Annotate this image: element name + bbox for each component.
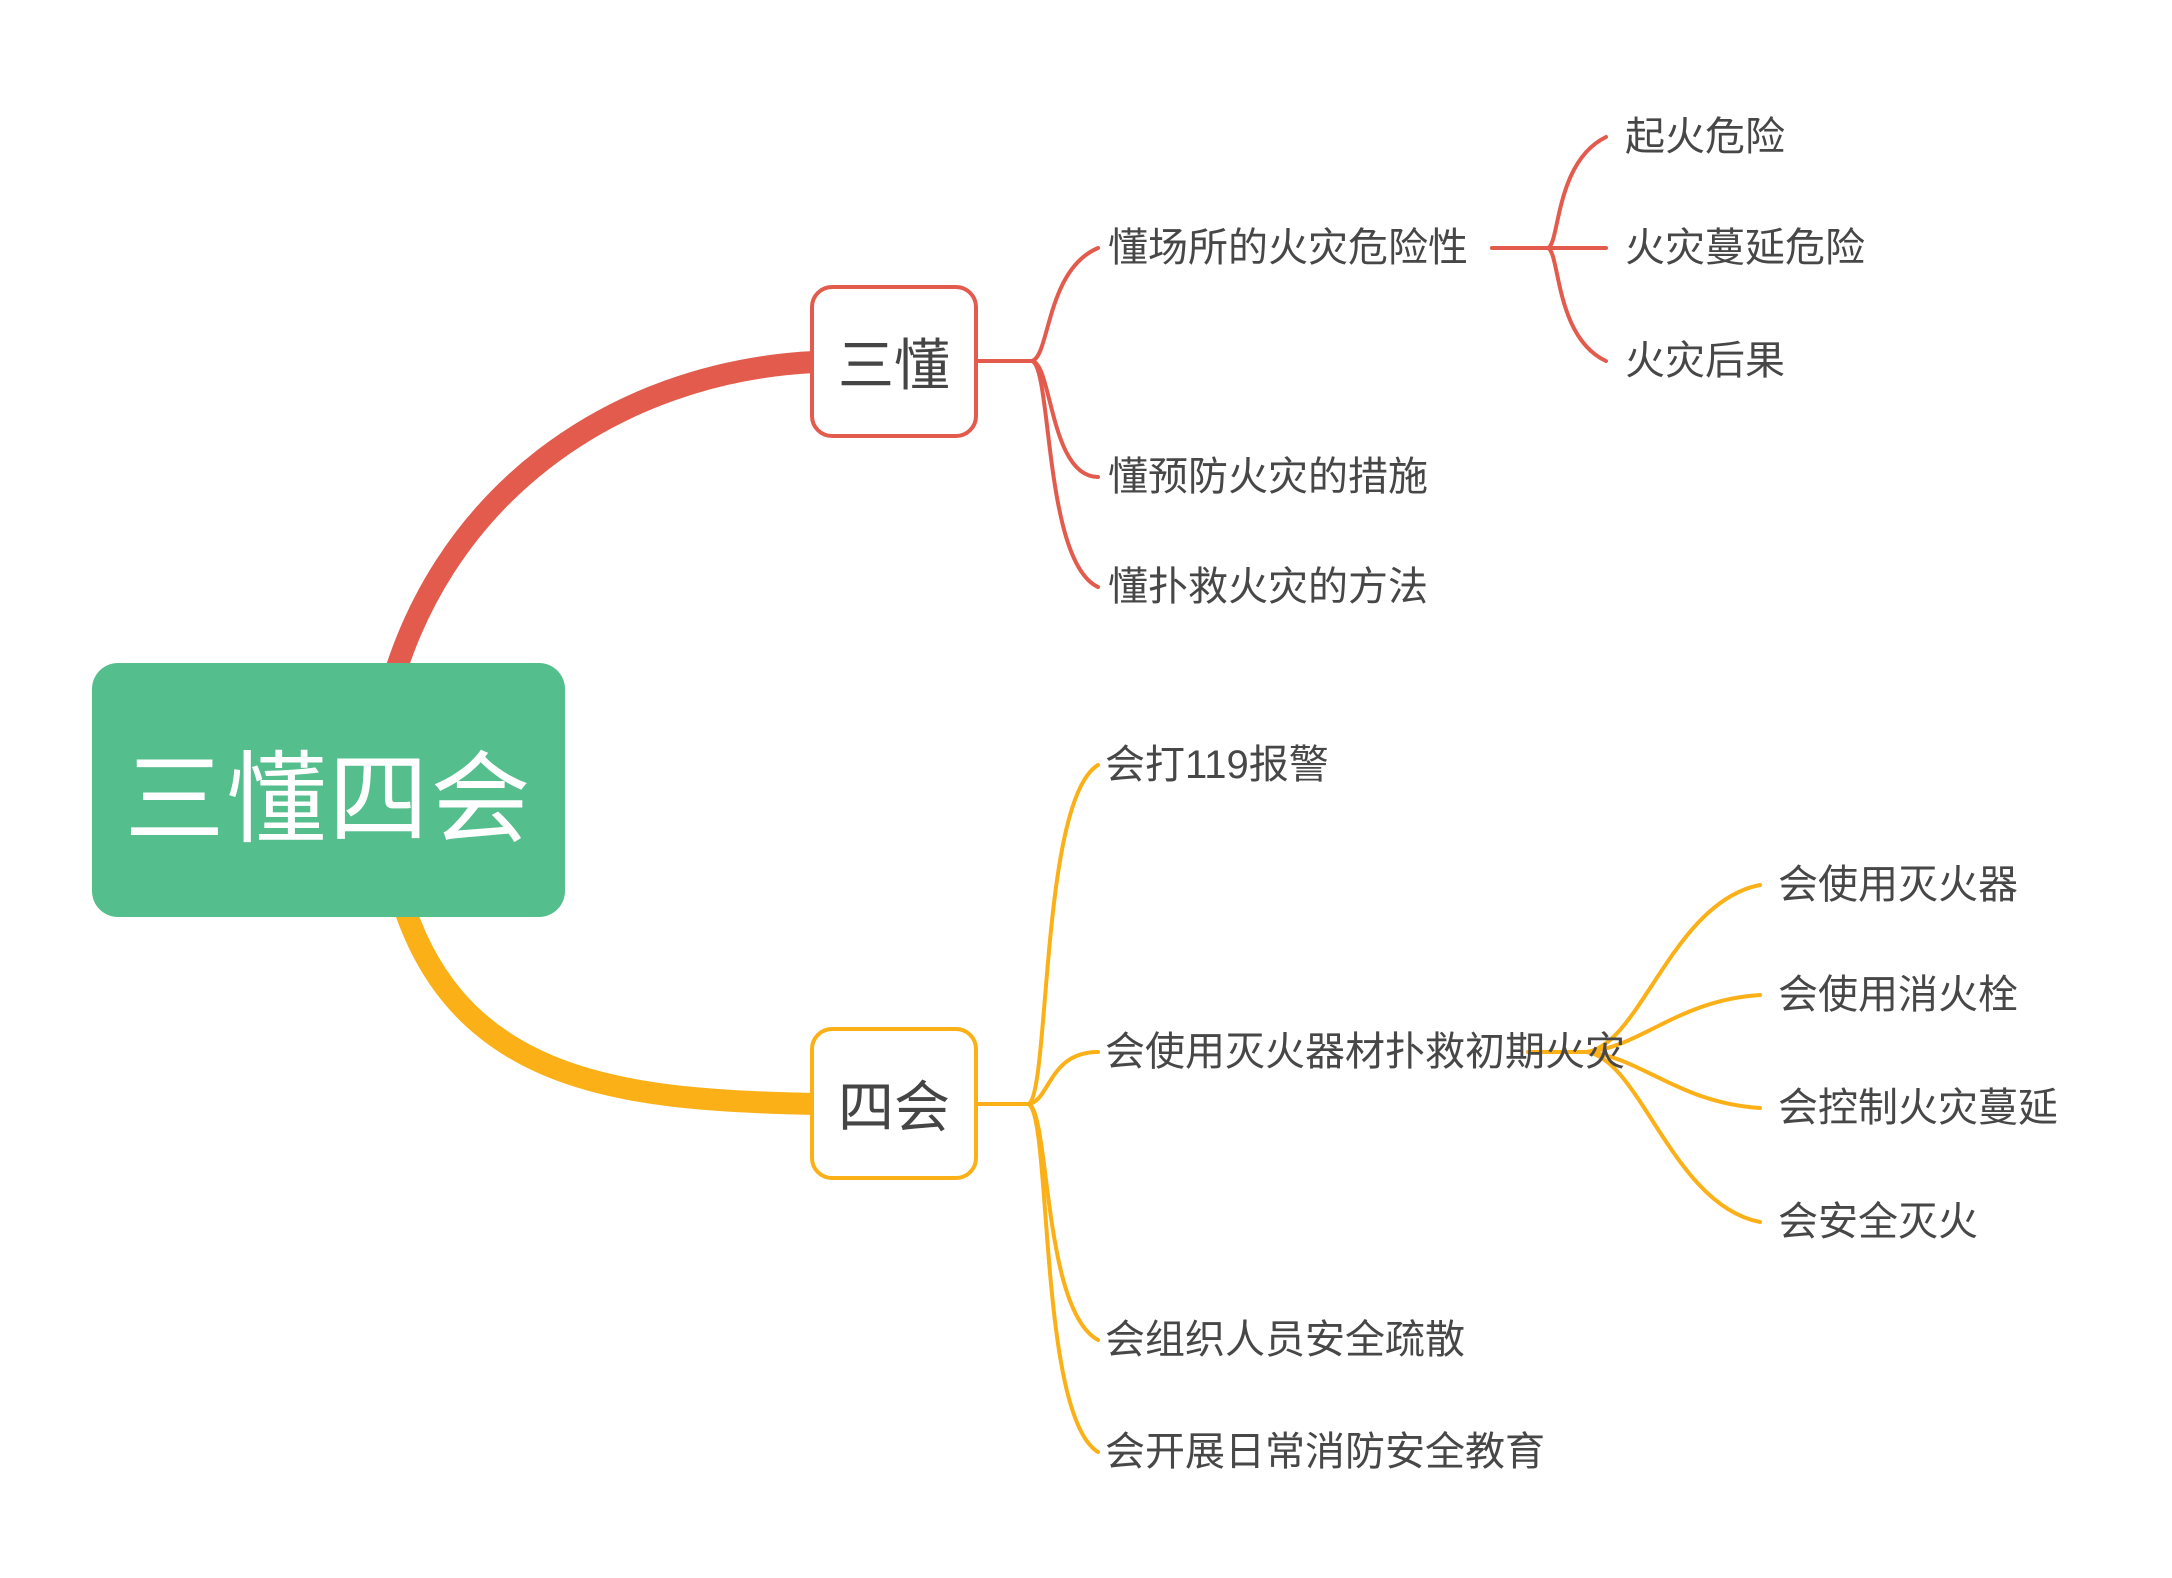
topic-call-119[interactable]: 会打119报警	[1105, 743, 1329, 787]
topic-use-equipment-early-fire[interactable]: 会使用灭火器材扑救初期火灾	[1105, 1030, 1625, 1074]
topic-fire-risk-of-premises[interactable]: 懂场所的火灾危险性	[1108, 226, 1468, 270]
branch-node-sandong[interactable]: 三懂	[810, 285, 978, 438]
topic-extinguish-safely[interactable]: 会安全灭火	[1778, 1200, 1978, 1244]
topic-use-hydrant[interactable]: 会使用消火栓	[1778, 973, 2018, 1017]
topic-organize-evacuation[interactable]: 会组织人员安全疏散	[1105, 1318, 1465, 1362]
trunk-red	[374, 351, 825, 721]
topic-use-extinguisher[interactable]: 会使用灭火器	[1778, 863, 2018, 907]
root-node-label: 三懂四会	[124, 743, 533, 856]
trunk-yellow	[384, 864, 825, 1115]
topic-fire-fighting-methods[interactable]: 懂扑救火灾的方法	[1108, 565, 1428, 609]
root-node[interactable]: 三懂四会	[92, 663, 565, 917]
branch-node-sandong-label: 三懂	[838, 334, 950, 397]
branch-node-sihui[interactable]: 四会	[810, 1027, 978, 1180]
topic-control-fire-spread[interactable]: 会控制火灾蔓延	[1778, 1086, 2058, 1130]
topic-ignition-risk[interactable]: 起火危险	[1625, 115, 1785, 159]
branch-node-sihui-label: 四会	[838, 1076, 950, 1139]
topic-daily-fire-safety-education[interactable]: 会开展日常消防安全教育	[1105, 1430, 1545, 1474]
topic-fire-spread-risk[interactable]: 火灾蔓延危险	[1625, 226, 1865, 270]
topic-fire-consequences[interactable]: 火灾后果	[1625, 339, 1785, 383]
topic-fire-prevention-measures[interactable]: 懂预防火灾的措施	[1108, 455, 1428, 499]
